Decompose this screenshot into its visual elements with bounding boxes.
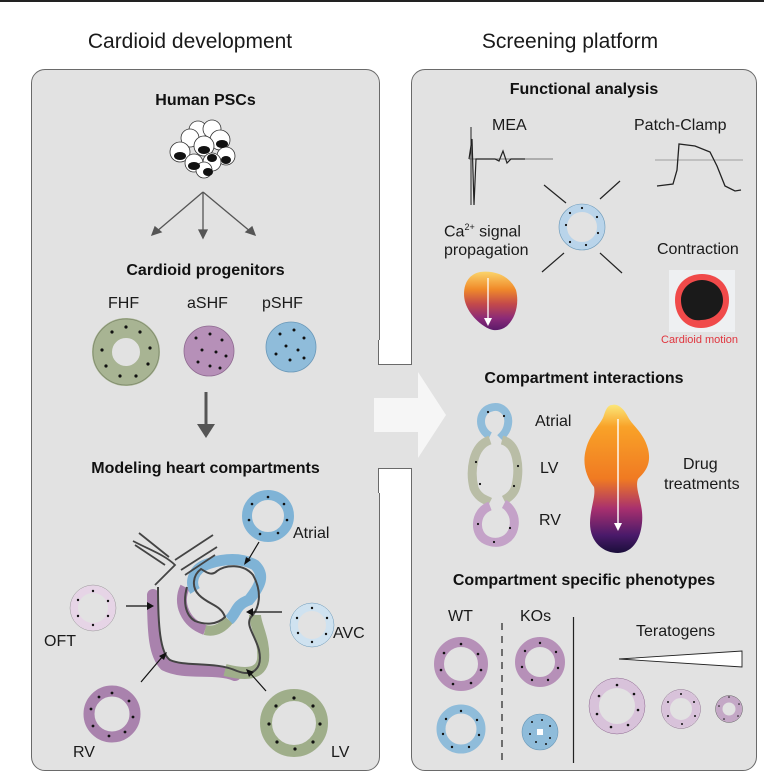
drug-label-line2: treatments [664, 476, 740, 493]
rv-label: RV [73, 744, 95, 761]
down-arrow-icon [197, 392, 215, 438]
interactions-rv-label: RV [539, 512, 561, 529]
rv-cell-ring [83, 685, 141, 743]
teratogens-label: Teratogens [636, 623, 716, 640]
mea-trace [468, 127, 553, 206]
interactions-lv-label: LV [540, 460, 559, 477]
drug-label-line1: Drug [683, 456, 718, 473]
top-rule [0, 0, 764, 2]
cardioid-development-title: Cardioid development [87, 30, 293, 53]
teratogen-high-dose-cardioid [715, 695, 743, 723]
ko-av-cardioid [515, 637, 565, 687]
lv-label: LV [331, 744, 350, 761]
contraction-label: Contraction [657, 241, 739, 258]
fhf-progenitor-icon [92, 318, 160, 386]
lv-cell-ring [260, 689, 328, 757]
interactions-atrial-label: Atrial [535, 413, 572, 430]
center-cardioid-connector [541, 180, 623, 274]
compartment-interactions-heading: Compartment interactions [484, 370, 684, 387]
avc-pointer-arrow [246, 608, 282, 616]
teratogen-mid-dose-cardioid [661, 689, 701, 729]
right-arrow-icon [374, 372, 446, 458]
oft-pointer-arrow [126, 602, 154, 610]
functional-analysis-heading: Functional analysis [509, 81, 659, 98]
teratogen-divider [572, 617, 575, 763]
calcium-signal-label-line1: Ca2+ signal [444, 222, 521, 241]
calcium-charge: 2+ [464, 222, 475, 232]
divergent-arrows [150, 191, 257, 240]
avc-cell-ring [289, 602, 335, 648]
wt-label: WT [448, 608, 473, 625]
oft-label: OFT [44, 633, 76, 650]
teratogen-low-dose-cardioid [588, 677, 646, 735]
oft-cell-ring [69, 584, 117, 632]
ashf-label: aSHF [187, 295, 228, 312]
connector-notch-top [378, 340, 412, 365]
cell-cluster-icon [169, 119, 236, 179]
mea-label: MEA [492, 117, 527, 134]
cardioid-motion-caption: Cardioid motion [661, 334, 739, 346]
pshf-label: pSHF [262, 295, 303, 312]
drug-treatment-propagation-map [584, 404, 650, 553]
ashf-progenitor-icon [183, 325, 235, 377]
cardioid-progenitors-heading: Cardioid progenitors [126, 262, 285, 279]
rv-pointer-arrow [140, 652, 167, 683]
atrial-pointer-arrow [244, 541, 260, 565]
human-pscs-heading: Human PSCs [155, 92, 256, 109]
wt-ko-divider [501, 623, 503, 763]
pshf-progenitor-icon [265, 321, 317, 373]
calcium-symbol: Ca [444, 223, 465, 241]
heart-tube-diagram [132, 532, 270, 681]
modeling-heart-compartments-heading: Modeling heart compartments [91, 460, 320, 477]
multi-chamber-cardioid [467, 403, 523, 547]
connector-notch-bottom [378, 468, 412, 493]
compartment-specific-phenotypes-heading: Compartment specific phenotypes [452, 572, 716, 589]
patch-clamp-label: Patch-Clamp [634, 117, 727, 134]
screening-platform-title: Screening platform [481, 30, 659, 53]
kos-label: KOs [520, 608, 552, 625]
teratogen-dose-wedge [618, 650, 743, 668]
patch-clamp-trace [655, 143, 743, 192]
wt-av-cardioid [434, 637, 488, 691]
calcium-signal-word: signal [474, 223, 521, 241]
wt-atrial-cardioid [436, 704, 486, 754]
atrial-label: Atrial [293, 525, 330, 542]
lv-pointer-arrow [246, 669, 267, 692]
calcium-propagation-map [464, 271, 518, 331]
ko-atrial-cardioid [521, 713, 559, 751]
fhf-label: FHF [108, 295, 140, 312]
calcium-signal-label-line2: propagation [444, 242, 529, 259]
avc-label: AVC [333, 625, 365, 642]
contraction-motion-image [669, 270, 735, 332]
atrial-cell-ring [242, 490, 294, 542]
